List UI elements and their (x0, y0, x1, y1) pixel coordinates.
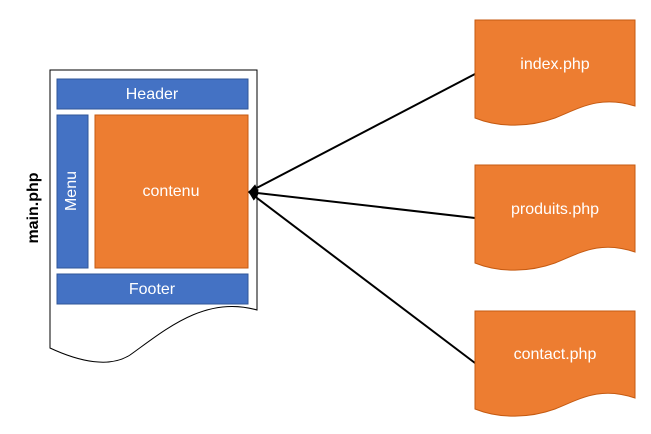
header-block (56, 78, 249, 110)
content-label: contenu (143, 183, 200, 200)
produits-document-label: produits.php (511, 201, 599, 218)
index-document-shape (474, 19, 636, 126)
contact-document-label: contact.php (514, 346, 597, 363)
menu-label: Menu (63, 171, 80, 211)
index-document-label: index.php (520, 56, 589, 73)
menu-block (56, 114, 89, 269)
content-block (94, 114, 249, 269)
produits-document-shape (474, 164, 636, 271)
arrow-index-to-content (248, 73, 476, 193)
header-label: Header (126, 86, 179, 103)
footer-block (56, 273, 249, 305)
main-document-label: main.php (25, 172, 42, 243)
arrow-produits-to-content (248, 189, 476, 219)
contact-document-shape (474, 310, 636, 417)
arrow-contact-to-content (248, 191, 476, 364)
footer-label: Footer (129, 281, 176, 298)
